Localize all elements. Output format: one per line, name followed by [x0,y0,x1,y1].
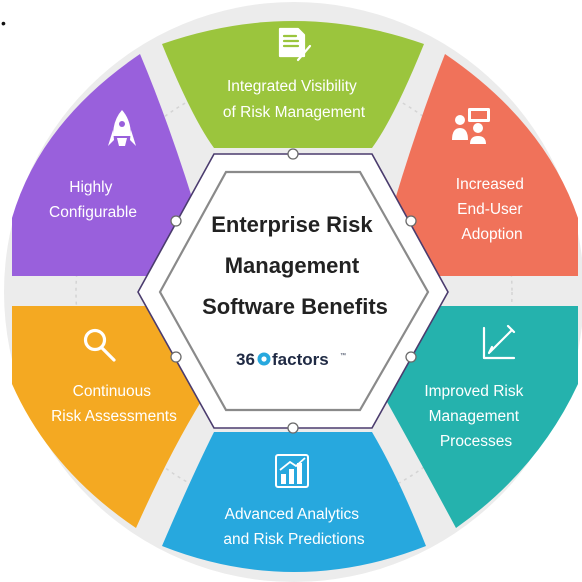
chart-pencil-icon [482,324,516,360]
label-line: Advanced Analytics [225,506,360,523]
label-continuous-assessments: Continuous Risk Assessments [51,383,177,425]
label-line: End-User [457,201,522,218]
segment-advanced-analytics [162,432,426,572]
label-highly-configurable: Highly Configurable [49,179,137,221]
segment-continuous-assessments [12,306,202,528]
presentation-users-icon [452,108,490,144]
label-line: Management [429,408,520,425]
logo-trademark: ™ [340,352,346,359]
label-line: Risk Assessments [51,408,177,425]
center-title-line: Software Benefits [202,294,388,319]
logo-text-number: 36 [236,350,255,369]
company-logo: 36 factors ™ [236,350,346,369]
logo-text-word: factors [272,350,329,369]
inner-hexagon [158,170,430,412]
label-line: Increased [456,176,524,193]
center-title-line: Enterprise Risk [211,212,373,237]
segment-end-user-adoption [386,54,578,276]
label-line: Processes [440,433,513,450]
label-line: Integrated Visibility [227,78,357,95]
center-title: Enterprise Risk Management Software Bene… [202,212,388,319]
label-improved-processes: Improved Risk Management Processes [424,383,527,450]
label-advanced-analytics: Advanced Analytics and Risk Predictions [223,506,365,548]
label-line: Adoption [461,226,522,243]
segment-improved-processes [386,306,578,528]
label-line: and Risk Predictions [223,531,365,548]
label-line: Configurable [49,204,137,221]
document-pen-icon [278,27,312,62]
bar-chart-growth-icon [275,454,309,488]
bullet-mark: • [1,15,6,31]
segment-highly-configurable [12,54,202,276]
label-line: Highly [69,179,112,196]
segment-integrated-visibility [162,21,424,148]
rocket-icon [108,110,136,146]
label-integrated-visibility: Integrated Visibility of Risk Management [223,78,366,121]
center-title-line: Management [225,253,360,278]
label-line: of Risk Management [223,104,366,121]
label-line: Improved Risk [424,383,523,400]
label-line: Continuous [73,383,152,400]
dashed-inner-ring [75,73,513,511]
connector-dots [170,148,417,434]
magnifier-icon [83,328,116,362]
label-end-user-adoption: Increased End-User Adoption [456,176,528,243]
